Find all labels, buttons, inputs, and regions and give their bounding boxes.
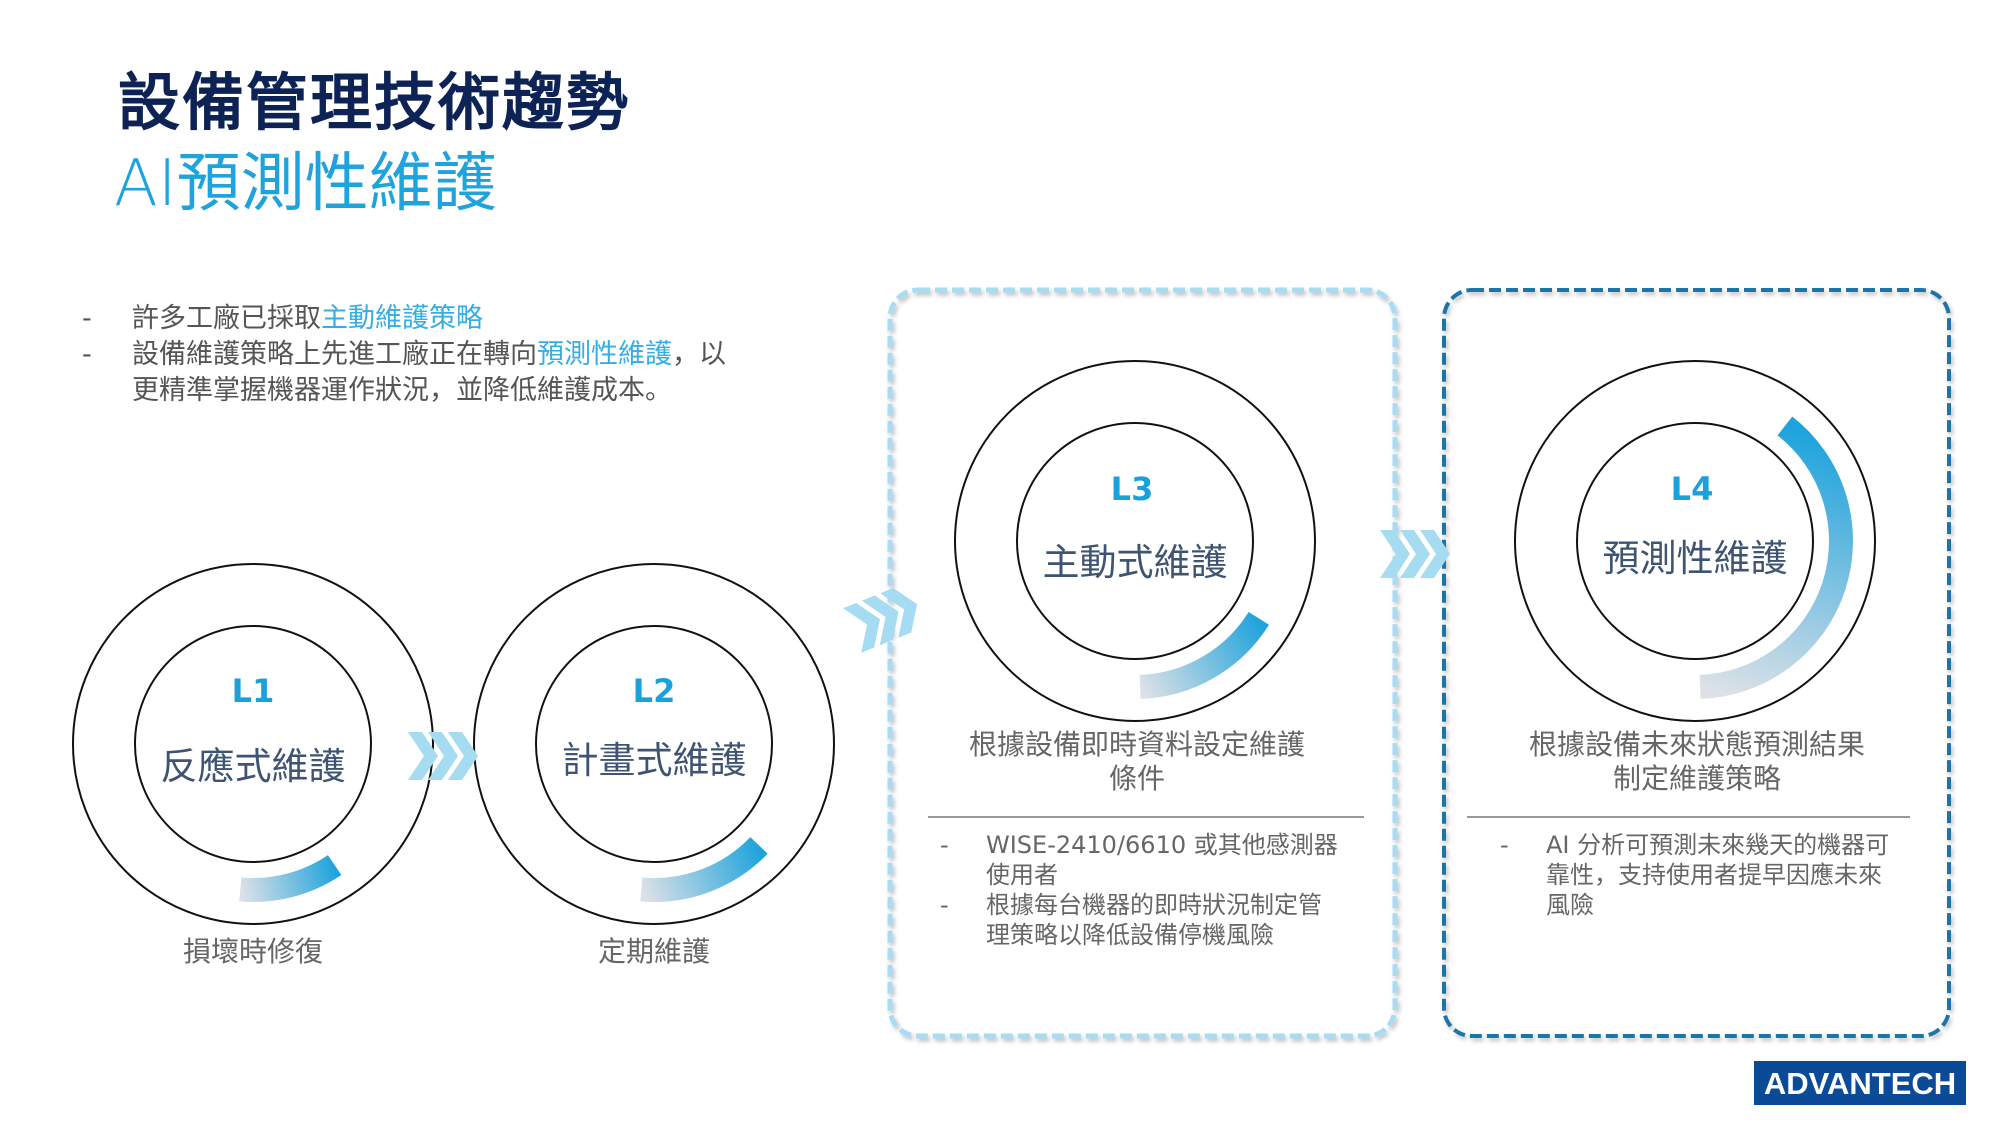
level-l1-name: 反應式維護 bbox=[160, 745, 346, 788]
l4-outer-ring bbox=[1514, 360, 1876, 722]
bullet-text: AI 分析可預測未來幾天的機器可靠性，支持使用者提早因應未來風險 bbox=[1546, 831, 1890, 919]
level-l1-label: L1 bbox=[231, 672, 275, 710]
chevron-arrow-icon bbox=[843, 602, 881, 653]
l2-progress-arc bbox=[640, 836, 768, 902]
l4-dashed-box bbox=[1442, 288, 1951, 1038]
chevron-arrow-icon bbox=[1400, 530, 1430, 578]
l4-divider bbox=[1467, 816, 1910, 818]
chevron-arrow-icon bbox=[428, 732, 458, 780]
chevrons-l2-to-l3 bbox=[843, 588, 918, 653]
bullet-marker: - bbox=[940, 891, 949, 919]
bullet-marker: - bbox=[82, 339, 92, 370]
chevron-arrow-icon bbox=[861, 595, 899, 646]
bullet-text: 設備維護策略上先進工廠正在轉向 bbox=[132, 339, 537, 370]
level-l2-label: L2 bbox=[632, 672, 676, 710]
l3-bullet: - 根據每台機器的即時狀況制定管理策略以降低設備停機風險 bbox=[940, 890, 1340, 950]
intro-bullet-2: - 設備維護策略上先進工廠正在轉向預測性維護，以 bbox=[82, 332, 726, 371]
chevron-arrow-icon bbox=[1380, 530, 1410, 578]
level-l3-description: 根據設備即時資料設定維護條件 bbox=[968, 728, 1305, 795]
level-l4-label: L4 bbox=[1670, 470, 1714, 508]
l3-bullet-list: - WISE-2410/6610 或其他感測器使用者 - 根據每台機器的即時狀況制定… bbox=[940, 830, 1340, 950]
bullet-text: 根據每台機器的即時狀況制定管理策略以降低設備停機風險 bbox=[986, 891, 1322, 949]
l3-inner-ring bbox=[1016, 422, 1254, 660]
advantech-logo: ADVANTECH bbox=[1754, 1061, 1966, 1105]
bullet-highlight: 預測性維護 bbox=[537, 339, 672, 370]
chevron-arrow-icon bbox=[1420, 530, 1450, 578]
l4-inner-ring bbox=[1576, 422, 1814, 660]
bullet-highlight: 主動維護策略 bbox=[321, 303, 483, 334]
l4-progress-arc bbox=[1699, 416, 1853, 699]
l4-bullet-list: - AI 分析可預測未來幾天的機器可靠性，支持使用者提早因應未來風險 bbox=[1500, 830, 1900, 920]
chevrons-l3-to-l4 bbox=[1380, 530, 1450, 578]
l1-outer-ring bbox=[72, 563, 434, 925]
chevron-arrow-icon bbox=[880, 588, 918, 638]
l2-outer-ring bbox=[473, 563, 835, 925]
intro-bullet-2-line2: 更精準掌握機器運作狀況，並降低維護成本。 bbox=[132, 375, 672, 406]
l3-dashed-box bbox=[887, 287, 1398, 1039]
level-l3-label: L3 bbox=[1110, 470, 1154, 508]
l1-progress-arc bbox=[239, 854, 342, 902]
bullet-marker: - bbox=[940, 831, 949, 859]
l3-bullet: - WISE-2410/6610 或其他感測器使用者 bbox=[940, 830, 1340, 890]
level-l2-name: 計畫式維護 bbox=[561, 739, 747, 782]
l1-inner-ring bbox=[134, 625, 372, 863]
level-l2-caption: 定期維護 bbox=[597, 935, 710, 968]
chevron-arrow-icon bbox=[408, 732, 438, 780]
l3-outer-ring bbox=[954, 360, 1316, 722]
chevrons-l1-to-l2 bbox=[408, 732, 478, 780]
level-l4-description: 根據設備未來狀態預測結果制定維護策略 bbox=[1528, 728, 1865, 795]
page-subtitle: AI預測性維護 bbox=[114, 147, 497, 221]
intro-bullet-1: - 許多工廠已採取主動維護策略 bbox=[82, 296, 483, 335]
level-l4-name: 預測性維護 bbox=[1602, 537, 1788, 580]
bullet-marker: - bbox=[1500, 831, 1509, 859]
level-l1-caption: 損壞時修復 bbox=[182, 935, 323, 968]
bullet-text-rest: ，以 bbox=[672, 339, 726, 370]
bullet-marker: - bbox=[82, 303, 92, 334]
l3-divider bbox=[928, 816, 1364, 818]
bullet-text: WISE-2410/6610 或其他感測器使用者 bbox=[986, 831, 1338, 889]
level-l3-name: 主動式維護 bbox=[1042, 541, 1228, 584]
l3-progress-arc bbox=[1139, 611, 1269, 699]
page-title: 設備管理技術趨勢 bbox=[118, 66, 631, 139]
l2-inner-ring bbox=[535, 625, 773, 863]
chevron-arrow-icon bbox=[448, 732, 478, 780]
l4-bullet: - AI 分析可預測未來幾天的機器可靠性，支持使用者提早因應未來風險 bbox=[1500, 830, 1900, 920]
bullet-text: 許多工廠已採取 bbox=[132, 303, 321, 334]
